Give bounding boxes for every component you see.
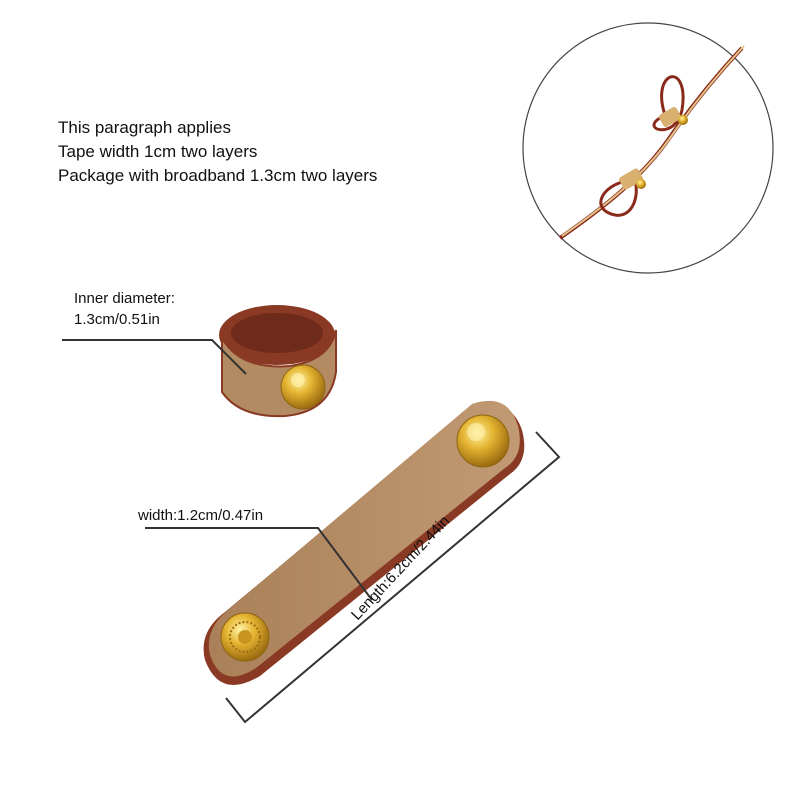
inner-diameter-title: Inner diameter: <box>74 290 175 307</box>
inner-diameter-value: 1.3cm/0.51in <box>74 311 160 328</box>
detail-inset-circle <box>522 22 774 274</box>
intro-text: This paragraph applies Tape width 1cm tw… <box>58 116 377 188</box>
intro-line-3: Package with broadband 1.3cm two layers <box>58 166 378 185</box>
strap-ring <box>219 305 337 418</box>
width-label: width:1.2cm/0.47in <box>138 507 264 524</box>
measurement-lines <box>62 339 561 724</box>
intro-line-2: Tape width 1cm two layers <box>58 142 258 161</box>
strap-flat <box>203 400 525 685</box>
inner-diameter-label: Inner diameter: 1.3cm/0.51in <box>74 288 175 330</box>
intro-line-1: This paragraph applies <box>58 118 231 137</box>
